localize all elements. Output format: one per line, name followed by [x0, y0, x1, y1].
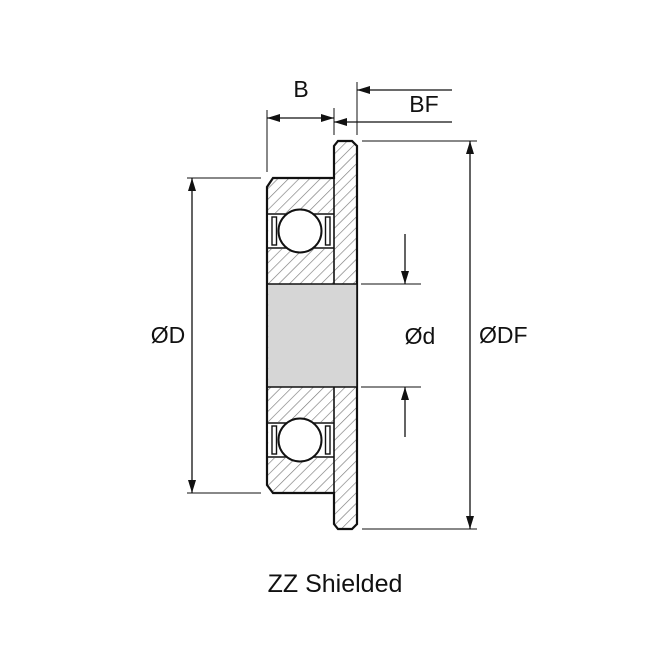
top-ball: [277, 208, 323, 254]
top-right-shield: [324, 216, 331, 246]
dim-label-bore: Ød: [405, 323, 436, 349]
bore-area: [268, 284, 357, 387]
bottom-ball: [277, 417, 323, 463]
dimension-OD: ØD: [151, 177, 261, 494]
dimension-B: B: [266, 76, 335, 172]
dimension-BF: BF: [334, 82, 452, 135]
shields: [271, 216, 331, 455]
dim-label-bf: BF: [409, 91, 438, 117]
bottom-right-shield: [324, 425, 331, 455]
diagram-caption: ZZ Shielded: [268, 570, 403, 598]
dim-label-b: B: [293, 76, 308, 102]
bearing-section: [265, 139, 359, 531]
dim-label-od: ØD: [151, 322, 186, 348]
dimension-bore: Ød: [361, 234, 435, 437]
top-left-shield: [271, 216, 278, 246]
dim-label-odf: ØDF: [479, 322, 528, 348]
bottom-left-shield: [271, 425, 278, 455]
dimension-ODF: ØDF: [362, 140, 528, 530]
